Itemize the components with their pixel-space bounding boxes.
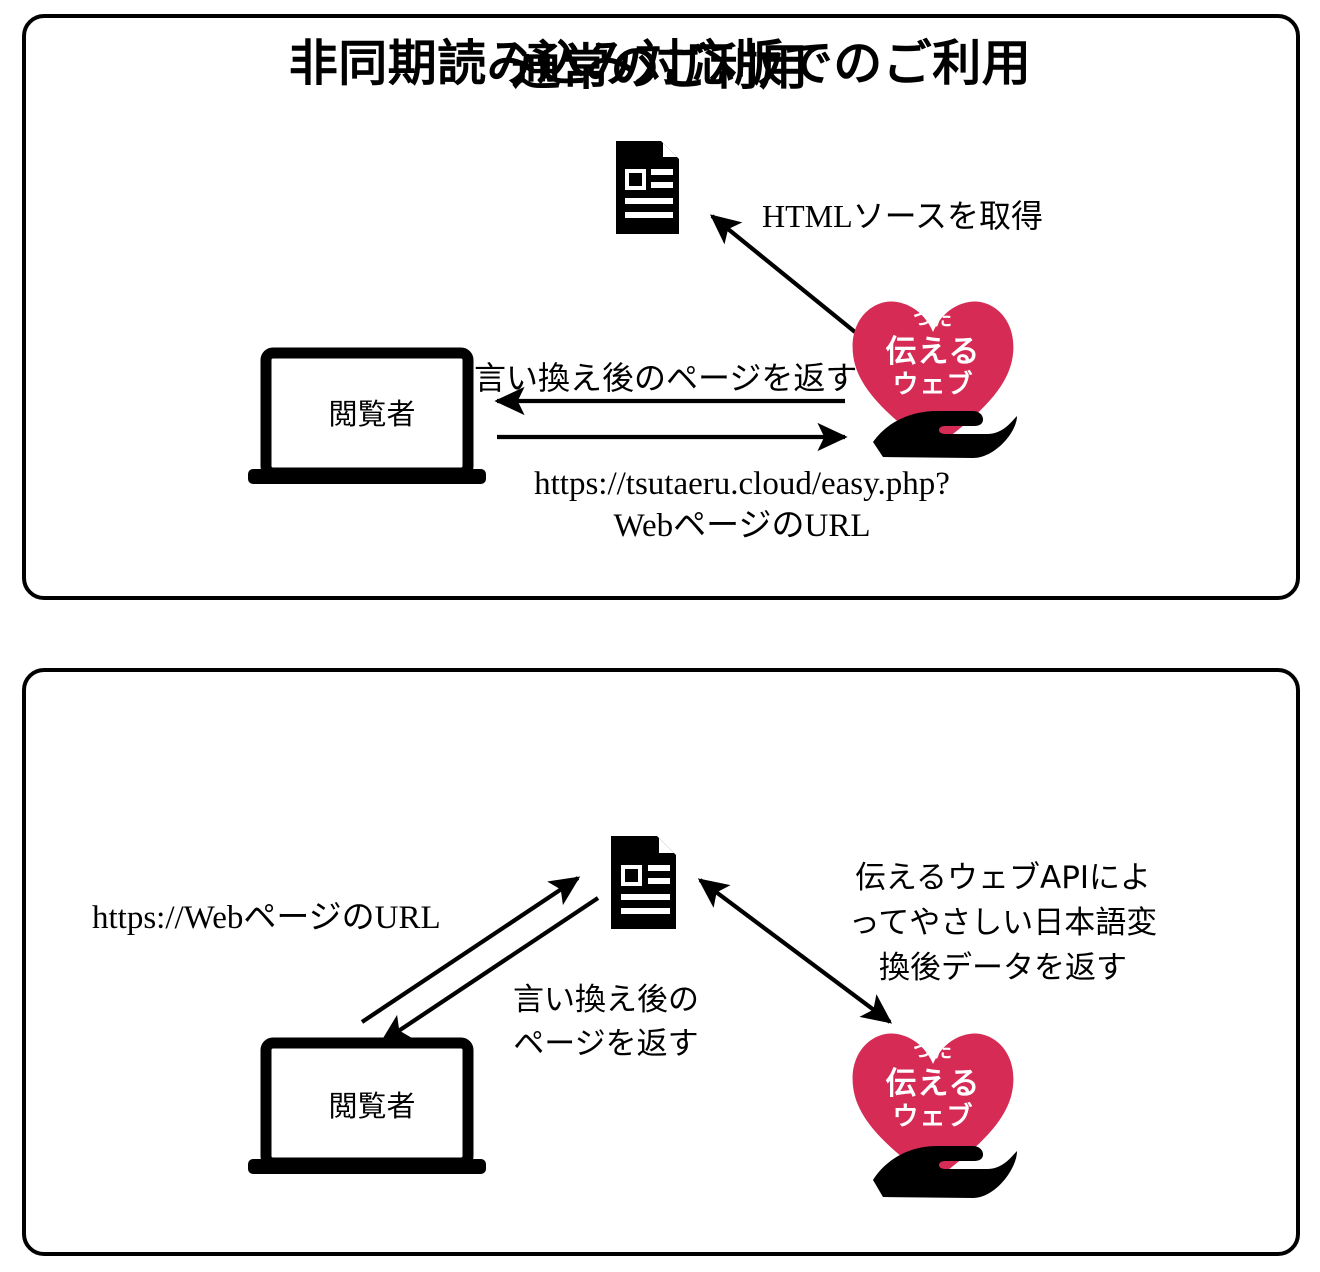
- label-request-url: https://tsutaeru.cloud/easy.php? Webページの…: [534, 466, 950, 544]
- label-return-rewritten-page: 言い換え後のページを返す: [474, 360, 858, 396]
- logo-heart-hand-icon: [852, 301, 1017, 458]
- tsutaeru-web-logo: つた 伝える ウェブ: [845, 1012, 1021, 1198]
- panel-normal-title: 通常のご利用: [511, 39, 809, 96]
- panel-normal-usage: [22, 14, 1300, 600]
- label-fetch-html-source: HTMLソースを取得: [762, 198, 1044, 234]
- label-web-page-url: https://WebページのURL: [92, 900, 441, 936]
- label-viewer: 閲覧者: [328, 397, 416, 431]
- label-api-returns-data: 伝えるウェブAPIによ ってやさしい日本語変 換後データを返す: [848, 860, 1158, 986]
- tsutaeru-web-logo: つた 伝える ウェブ: [845, 282, 1021, 458]
- logo-heart-hand-icon: [852, 1033, 1017, 1198]
- panel-async-usage: [22, 668, 1300, 1256]
- label-viewer: 閲覧者: [328, 1089, 416, 1123]
- panel-async-title: 非同期読み込み対応版でのご利用: [288, 35, 1032, 92]
- label-return-rewritten-page: 言い換え後の ページを返す: [513, 982, 699, 1063]
